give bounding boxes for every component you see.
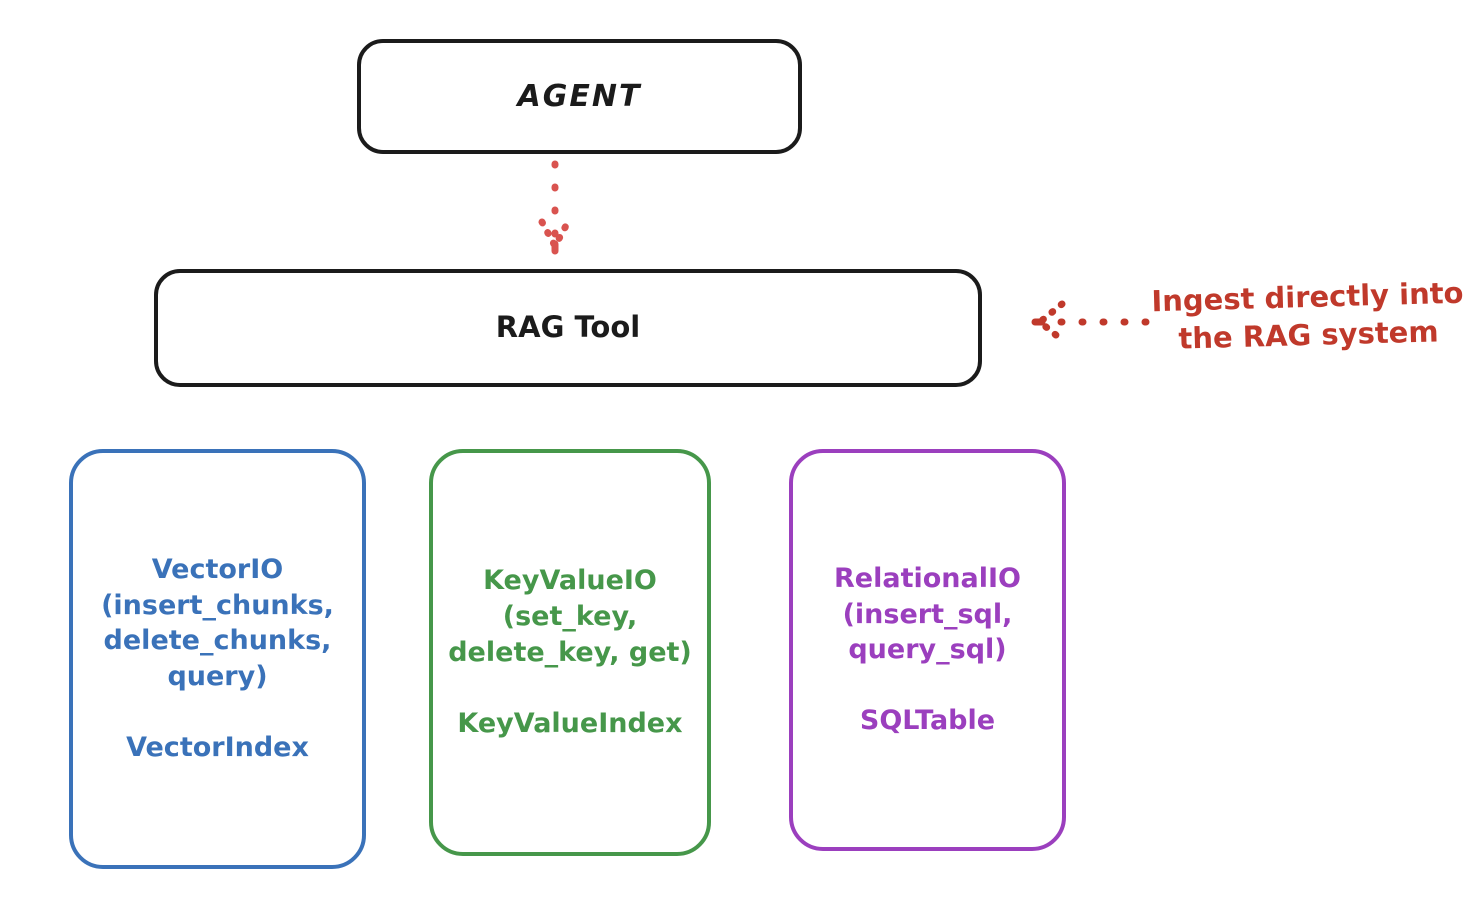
node-rag-tool-label: RAG Tool	[495, 310, 641, 345]
node-vector-io-label: VectorIO (insert_chunks, delete_chunks, …	[101, 554, 334, 764]
annotation-ingest-directly: Ingest directly into the RAG system	[1150, 275, 1464, 356]
node-agent[interactable]: AGENT	[357, 39, 802, 154]
node-relational-io[interactable]: RelationalIO (insert_sql, query_sql) SQL…	[789, 449, 1066, 851]
edge-ingest-pointer	[1031, 300, 1150, 344]
edge-agent-to-rag-tool	[538, 160, 572, 255]
node-rag-tool[interactable]: RAG Tool	[154, 269, 982, 387]
node-agent-label: AGENT	[517, 79, 642, 114]
node-vector-io[interactable]: VectorIO (insert_chunks, delete_chunks, …	[69, 449, 366, 869]
node-key-value-io[interactable]: KeyValueIO (set_key, delete_key, get) Ke…	[429, 449, 711, 856]
node-key-value-io-label: KeyValueIO (set_key, delete_key, get) Ke…	[448, 565, 692, 739]
node-relational-io-label: RelationalIO (insert_sql, query_sql) SQL…	[834, 562, 1021, 737]
